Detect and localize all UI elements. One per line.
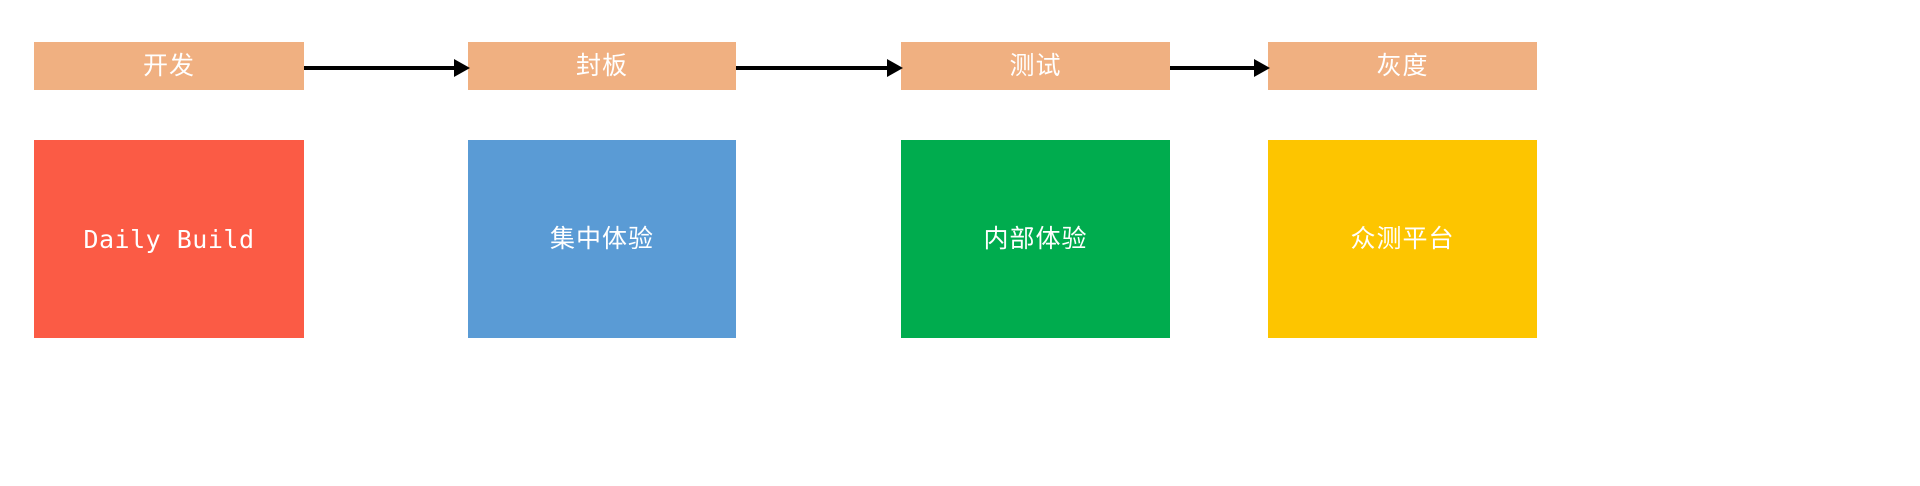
stage-box-test[interactable]: 测试 (901, 42, 1170, 90)
activity-box-focused-experience[interactable]: 集中体验 (468, 140, 736, 338)
stage-label-dev: 开发 (142, 52, 195, 80)
stage-box-dev[interactable]: 开发 (34, 42, 304, 90)
arrow-dev-to-codefreeze-icon (304, 59, 470, 77)
activity-box-crowd-test-platform[interactable]: 众测平台 (1268, 140, 1537, 338)
arrow-shaft (304, 66, 456, 70)
arrow-shaft (736, 66, 889, 70)
stage-label-test: 测试 (1009, 52, 1062, 80)
arrow-test-to-gray-icon (1170, 59, 1270, 77)
activity-label-crowd-test-platform: 众测平台 (1350, 225, 1455, 253)
activity-box-internal-experience[interactable]: 内部体验 (901, 140, 1170, 338)
stage-label-codefreeze: 封板 (575, 52, 628, 80)
stage-box-codefreeze[interactable]: 封板 (468, 42, 736, 90)
arrow-head-icon (454, 59, 470, 77)
arrow-shaft (1170, 66, 1256, 70)
stage-label-gray: 灰度 (1376, 52, 1429, 80)
arrow-head-icon (1254, 59, 1270, 77)
arrow-codefreeze-to-test-icon (736, 59, 903, 77)
stage-box-gray[interactable]: 灰度 (1268, 42, 1537, 90)
activity-label-internal-experience: 内部体验 (983, 225, 1088, 253)
activity-box-daily-build[interactable]: Daily Build (34, 140, 304, 338)
activity-label-daily-build: Daily Build (83, 224, 255, 254)
arrow-head-icon (887, 59, 903, 77)
activity-label-focused-experience: 集中体验 (549, 225, 654, 253)
